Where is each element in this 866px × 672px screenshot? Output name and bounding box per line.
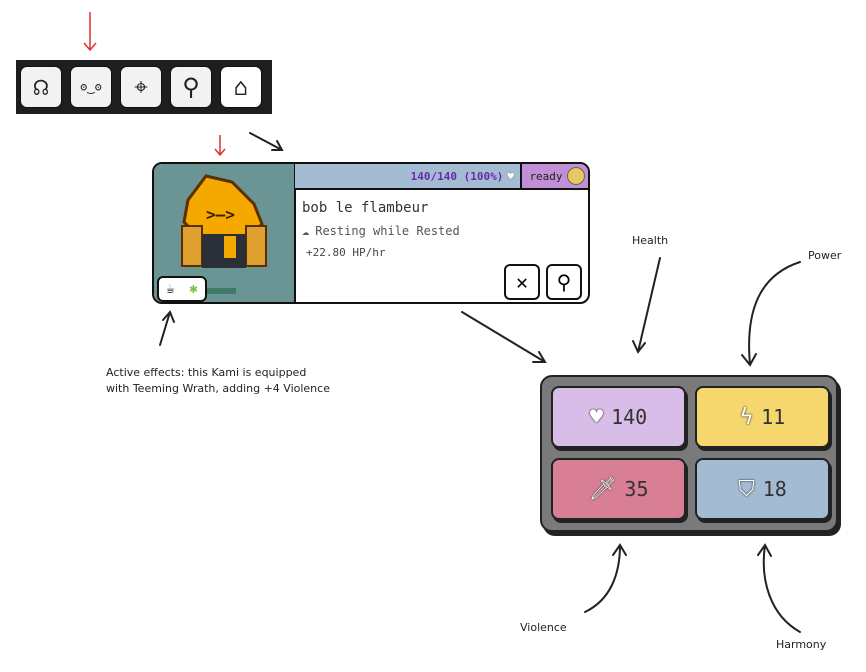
health-stat: ♥ 140 — [551, 386, 686, 448]
shield-icon: ⛉ — [738, 476, 755, 502]
kami-name: bob le flambeur — [302, 200, 429, 216]
annotation-text: with Teeming Wrath, adding +4 Violence — [106, 382, 330, 395]
hp-text: 140/140 (100%) — [410, 169, 504, 183]
power-label: Power — [808, 249, 842, 262]
harvest-icon[interactable]: ⚲ — [170, 66, 212, 108]
map-icon[interactable]: ⌖ — [120, 66, 162, 108]
feed-button[interactable]: ✕ — [504, 264, 540, 300]
active-effects[interactable]: ☕ ✱ — [157, 276, 207, 302]
hp-bar: 140/140 (100%) ♥ — [295, 164, 520, 190]
violence-stat: 🗡 35 — [551, 458, 686, 520]
violence-value: 35 — [624, 477, 649, 501]
power-value: 11 — [761, 405, 786, 429]
fork-knife-icon: ✕ — [515, 270, 529, 294]
harvest-button[interactable]: ⚲ — [546, 264, 582, 300]
status-badge: ready — [520, 164, 588, 190]
sword-icon: 🗡 — [588, 476, 617, 502]
kami-sprite: >—> — [181, 174, 267, 294]
teeming-wrath-icon: ✱ — [189, 281, 198, 297]
annotation-text: Active effects: this Kami is equipped — [106, 366, 307, 379]
power-stat: ϟ 11 — [695, 386, 830, 448]
heart-plus-icon: ♥ — [589, 404, 604, 430]
toolbar: ☊ ʘ‿ʘ ⌖ ⚲ ⌂ — [16, 60, 272, 114]
kami-icon[interactable]: ʘ‿ʘ — [70, 66, 112, 108]
hp-rate: +22.80 HP/hr — [306, 246, 386, 259]
harvest-icon: ⚲ — [556, 270, 572, 294]
status-text: ready — [529, 169, 563, 183]
effects-annotation: Active effects: this Kami is equipped wi… — [106, 365, 330, 397]
svg-text:>—>: >—> — [206, 205, 235, 224]
sleep-icon: ☁ — [302, 224, 310, 238]
clock-icon — [566, 167, 585, 185]
heart-icon: ♥ — [507, 169, 514, 183]
health-label: Health — [632, 234, 669, 247]
help-icon[interactable]: ☊ — [20, 66, 62, 108]
kami-card[interactable]: >—> ☕ ✱ 140/140 (100%) ♥ ready bob le fl… — [152, 162, 590, 304]
stats-panel: ♥ 140 ϟ 11 🗡 35 ⛉ 18 — [540, 375, 838, 532]
harmony-label: Harmony — [776, 638, 827, 651]
harmony-value: 18 — [762, 477, 787, 501]
coffee-icon: ☕ — [166, 281, 175, 297]
kami-portrait: >—> ☕ ✱ — [154, 164, 296, 302]
harmony-stat: ⛉ 18 — [695, 458, 830, 520]
kami-state: ☁ Resting while Rested — [302, 224, 460, 238]
lightning-icon: ϟ — [739, 404, 754, 430]
gate-icon[interactable]: ⌂ — [220, 66, 262, 108]
health-value: 140 — [611, 405, 648, 429]
violence-label: Violence — [520, 621, 567, 634]
